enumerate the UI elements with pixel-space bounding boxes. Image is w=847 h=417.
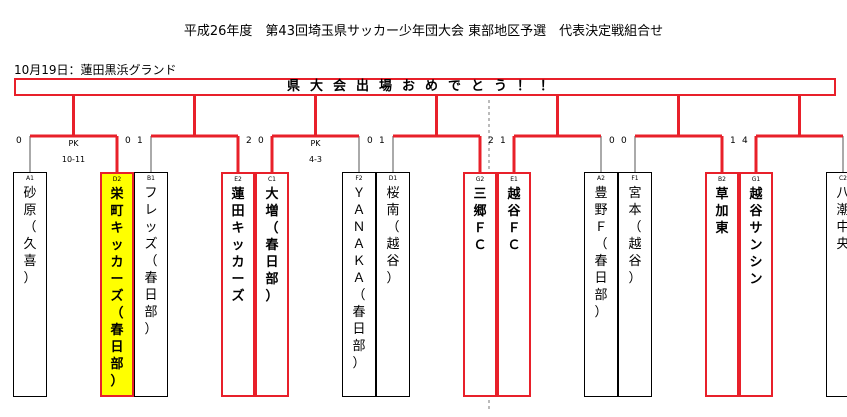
- venue-date-label: 10月19日：蓮田黒浜グランド: [14, 63, 177, 77]
- page-title: 平成26年度 第43回埼玉県サッカー少年団大会 東部地区予選 代表決定戦組合せ: [183, 24, 664, 39]
- team-box: C2 八 潮 中 央: [826, 172, 847, 397]
- team-name: 砂 原 （ 久 喜 ）: [23, 186, 37, 286]
- team-code: G1: [751, 176, 761, 183]
- team-code: F1: [631, 175, 639, 182]
- team-box: A2 豊 野 Ｆ （ 春 日 部 ）: [584, 172, 618, 397]
- team-name: 越 谷 Ｆ Ｃ: [507, 187, 521, 253]
- team-name: 栄 町 キ ッ カ ー ズ （ 春 日 部 ）: [110, 187, 124, 389]
- team-score: 2: [488, 136, 494, 146]
- team-name: Ｙ Ａ Ｎ Ａ Ｋ Ａ （ 春 日 部 ）: [352, 186, 366, 371]
- pk-label: PK: [310, 139, 321, 148]
- team-box: G1 越 谷 サ ン シ ン: [739, 172, 773, 397]
- team-score: 1: [500, 136, 506, 146]
- team-score: 0: [367, 136, 373, 146]
- team-score: 1: [137, 136, 143, 146]
- team-box: D1 桜 南 （ 越 谷 ）: [376, 172, 410, 397]
- team-score: 2: [246, 136, 252, 146]
- team-box: F1 宮 本 （ 越 谷 ）: [618, 172, 652, 397]
- team-box: F2 Ｙ Ａ Ｎ Ａ Ｋ Ａ （ 春 日 部 ）: [342, 172, 376, 397]
- team-code: B2: [718, 176, 726, 183]
- team-code: D2: [112, 176, 122, 183]
- team-box: E2 蓮 田 キ ッ カ ー ズ: [221, 172, 255, 397]
- team-code: E1: [510, 176, 518, 183]
- team-box: A1 砂 原 （ 久 喜 ）: [13, 172, 47, 397]
- team-name: 八 潮 中 央: [836, 186, 847, 252]
- team-score: 0: [258, 136, 264, 146]
- team-score: 0: [125, 136, 131, 146]
- pk-score: 4-3: [308, 155, 323, 164]
- team-code: A1: [26, 175, 34, 182]
- team-name: 蓮 田 キ ッ カ ー ズ: [231, 187, 245, 304]
- team-box: G2 三 郷 Ｆ Ｃ: [463, 172, 497, 397]
- team-code: E2: [234, 176, 242, 183]
- team-box: E1 越 谷 Ｆ Ｃ: [497, 172, 531, 397]
- pk-score: 10-11: [61, 155, 86, 164]
- team-name: 三 郷 Ｆ Ｃ: [473, 187, 487, 253]
- team-score: 4: [742, 136, 748, 146]
- team-score: 1: [730, 136, 736, 146]
- team-name: フ レ ッ ズ （ 春 日 部 ）: [144, 186, 158, 337]
- team-code: C2: [838, 175, 847, 182]
- team-name: 越 谷 サ ン シ ン: [749, 187, 763, 287]
- team-code: C1: [267, 176, 276, 183]
- team-code: B1: [147, 175, 155, 182]
- team-box: C1 大 増 （ 春 日 部 ）: [255, 172, 289, 397]
- team-name: 豊 野 Ｆ （ 春 日 部 ）: [594, 186, 608, 320]
- team-code: D1: [388, 175, 398, 182]
- team-box: B1 フ レ ッ ズ （ 春 日 部 ）: [134, 172, 168, 397]
- team-name: 桜 南 （ 越 谷 ）: [386, 186, 400, 286]
- team-score: 1: [379, 136, 385, 146]
- team-box: B2 草 加 東: [705, 172, 739, 397]
- team-score: 0: [621, 136, 627, 146]
- team-box: D2 栄 町 キ ッ カ ー ズ （ 春 日 部 ）: [100, 172, 134, 397]
- pk-label: PK: [68, 139, 79, 148]
- qualification-banner: 県大会出場おめでとう！！: [14, 78, 836, 96]
- team-name: 草 加 東: [715, 187, 729, 236]
- team-code: A2: [597, 175, 605, 182]
- team-code: F2: [355, 175, 363, 182]
- team-name: 宮 本 （ 越 谷 ）: [628, 186, 642, 286]
- team-name: 大 増 （ 春 日 部 ）: [265, 187, 279, 304]
- team-score: 0: [609, 136, 615, 146]
- team-code: G2: [475, 176, 485, 183]
- team-score: 0: [16, 136, 22, 146]
